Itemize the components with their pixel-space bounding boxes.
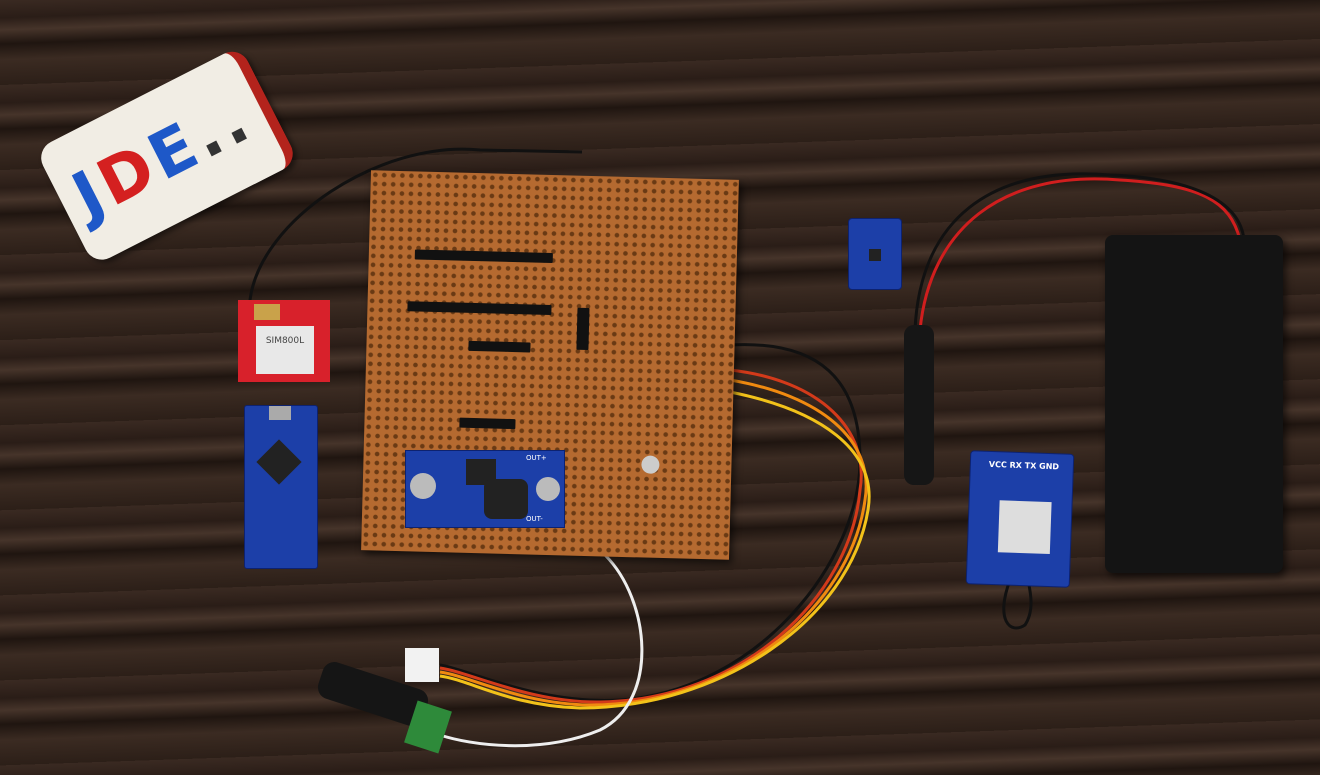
arduino-nano [244,405,318,569]
sensor-chip [869,249,881,261]
sim800l-module: SIM800L [238,300,330,382]
capacitor [410,473,436,499]
sim800l-label: SIM800L [265,336,305,346]
ribbon-wire-red [439,368,863,704]
female-header [468,340,531,353]
out-plus-label: OUT+ [526,454,547,462]
white-wire [439,553,644,748]
gps-chip [997,500,1052,555]
push-button [641,455,660,474]
usb-port [269,406,291,420]
sensor-module [848,218,902,290]
female-header [414,249,553,264]
sim800l-chip: SIM800L [256,326,314,374]
female-header [407,301,552,316]
antenna-wire [248,147,583,301]
battery-wire-black [913,172,1246,331]
gps-module: VCC RX TX GND [965,450,1075,588]
capacitor [254,304,280,320]
ribbon-wire-orange [439,378,868,707]
ribbon-wire-black [439,343,862,702]
female-header [576,307,590,351]
ribbon-wire-yellow [439,390,871,710]
out-minus-label: OUT- [526,515,543,523]
gps-pin-label: VCC RX TX GND [988,459,1060,472]
female-header [459,417,516,430]
buck-converter: OUT+ OUT- [405,450,565,528]
microcontroller-chip [256,439,302,485]
capacitor [536,477,560,501]
dc-barrel-plug [904,325,934,485]
battery-wire-red [918,177,1242,331]
jst-connector [405,648,439,682]
gps-antenna-wire [1002,579,1033,630]
inductor [484,479,528,519]
battery-holder [1105,235,1283,573]
